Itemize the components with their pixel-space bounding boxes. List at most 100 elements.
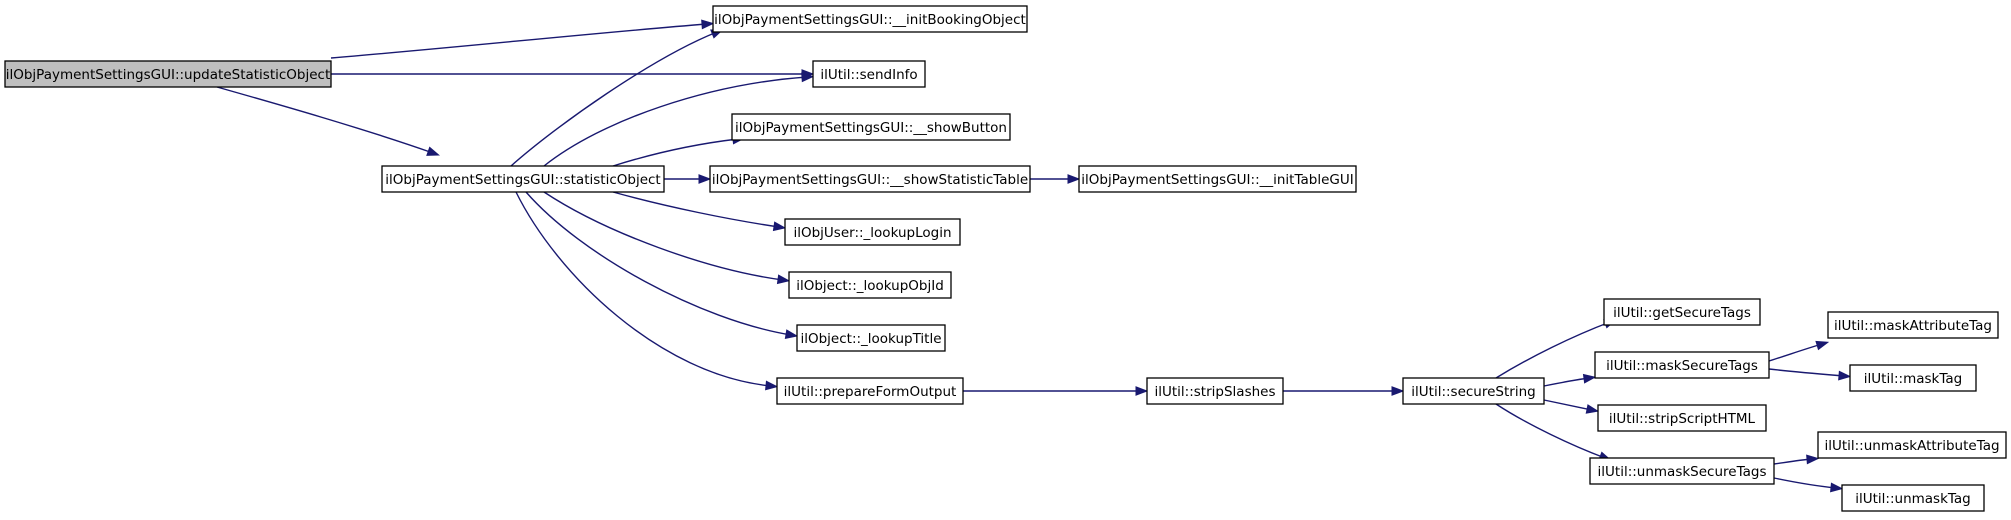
edge-arrowhead [1391, 386, 1405, 396]
edge-line [330, 23, 708, 59]
node-label: ilUtil::maskAttributeTag [1834, 318, 1992, 334]
node-label: ilUtil::maskSecureTags [1606, 358, 1758, 374]
edge-arrowhead [772, 221, 787, 232]
node-box[interactable] [1402, 377, 1545, 405]
node-label: ilUtil::sendInfo [820, 67, 917, 83]
edge-line [1543, 377, 1590, 387]
edge-line [510, 31, 718, 167]
node-label: ilObject::_lookupTitle [800, 331, 941, 347]
node-maskAttributeTag[interactable]: ilUtil::maskAttributeTag [1827, 311, 1999, 339]
node-box[interactable] [4, 60, 332, 88]
node-label: ilUtil::unmaskTag [1855, 491, 1971, 507]
edge-statisticObject-to-lookupObjId [543, 191, 791, 285]
edge-arrowhead [1135, 386, 1149, 396]
node-label: ilUtil::unmaskSecureTags [1598, 464, 1767, 480]
edge-secureString-to-stripScriptHTML [1543, 399, 1600, 414]
edge-statisticObject-to-lookupLogin [612, 191, 787, 232]
nodes-layer: ilObjPaymentSettingsGUI::updateStatistic… [4, 5, 2007, 512]
edge-arrowhead [426, 146, 440, 156]
node-box[interactable] [381, 165, 665, 193]
edge-line [1768, 368, 1845, 377]
node-getSecureTags[interactable]: ilUtil::getSecureTags [1603, 298, 1761, 326]
node-box[interactable] [1589, 457, 1775, 485]
edge-unmaskSecureTags-to-unmaskAttributeTag [1773, 454, 1820, 465]
node-label: ilUtil::prepareFormOutput [784, 384, 957, 400]
node-prepareFormOutput[interactable]: ilUtil::prepareFormOutput [776, 377, 964, 405]
edge-arrowhead [701, 19, 715, 30]
node-stripSlashes[interactable]: ilUtil::stripSlashes [1146, 377, 1284, 405]
edge-arrowhead [698, 174, 712, 184]
node-label: ilObjPaymentSettingsGUI::__initTableGUI [1081, 172, 1353, 188]
node-statisticObject[interactable]: ilObjPaymentSettingsGUI::statisticObject [381, 165, 665, 193]
edge-arrowhead [776, 274, 791, 285]
node-lookupTitle[interactable]: ilObject::_lookupTitle [796, 324, 946, 352]
node-box[interactable] [784, 218, 961, 246]
edge-line [1773, 458, 1813, 465]
node-box[interactable] [709, 165, 1031, 193]
node-label: ilUtil::secureString [1411, 384, 1535, 400]
node-unmaskAttributeTag[interactable]: ilUtil::unmaskAttributeTag [1817, 431, 2007, 459]
node-lookupLogin[interactable]: ilObjUser::_lookupLogin [784, 218, 961, 246]
node-unmaskSecureTags[interactable]: ilUtil::unmaskSecureTags [1589, 457, 1775, 485]
edge-line [1495, 403, 1606, 459]
node-initTableGUI[interactable]: ilObjPaymentSettingsGUI::__initTableGUI [1078, 165, 1357, 193]
node-box[interactable] [1841, 484, 1985, 512]
edge-statisticObject-to-sendInfo [543, 72, 815, 167]
node-maskTag[interactable]: ilUtil::maskTag [1849, 364, 1977, 392]
edge-maskSecureTags-to-maskTag [1768, 368, 1852, 381]
node-sendInfo[interactable]: ilUtil::sendInfo [812, 60, 926, 88]
edge-unmaskSecureTags-to-unmaskTag [1773, 477, 1844, 493]
node-box[interactable] [1827, 311, 1999, 339]
edge-statisticObject-to-showButton [612, 134, 746, 167]
edge-stripSlashes-to-secureString [1283, 386, 1405, 396]
node-box[interactable] [1597, 404, 1767, 432]
node-lookupObjId[interactable]: ilObject::_lookupObjId [788, 271, 952, 299]
edge-arrowhead [765, 380, 779, 391]
node-unmaskTag[interactable]: ilUtil::unmaskTag [1841, 484, 1985, 512]
edge-arrowhead [1838, 370, 1852, 381]
edge-line [216, 86, 434, 154]
edge-updateStatisticObject-to-statisticObject [216, 86, 440, 156]
edge-arrowhead [1067, 174, 1081, 184]
edge-statisticObject-to-prepareFormOutput [515, 191, 779, 391]
node-box[interactable] [731, 113, 1011, 141]
edge-arrowhead [1585, 404, 1600, 414]
node-box[interactable] [1849, 364, 1977, 392]
node-label: ilObjPaymentSettingsGUI::__showButton [735, 120, 1007, 136]
node-secureString[interactable]: ilUtil::secureString [1402, 377, 1545, 405]
node-box[interactable] [1603, 298, 1761, 326]
edge-line [612, 191, 780, 228]
edge-statisticObject-to-showStatisticTable [664, 174, 712, 184]
node-showStatisticTable[interactable]: ilObjPaymentSettingsGUI::__showStatistic… [709, 165, 1031, 193]
edge-arrowhead [1582, 373, 1597, 384]
node-box[interactable] [812, 60, 926, 88]
node-box[interactable] [776, 377, 964, 405]
edge-arrowhead [1815, 340, 1830, 351]
edge-arrowhead [784, 329, 799, 339]
edge-showStatisticTable-to-initTableGUI [1030, 174, 1081, 184]
node-showButton[interactable]: ilObjPaymentSettingsGUI::__showButton [731, 113, 1011, 141]
node-box[interactable] [1146, 377, 1284, 405]
edge-updateStatisticObject-to-initBookingObject [330, 19, 715, 59]
node-label: ilUtil::getSecureTags [1613, 305, 1751, 321]
node-box[interactable] [796, 324, 946, 352]
node-box[interactable] [1817, 431, 2007, 459]
node-label: ilObject::_lookupObjId [796, 278, 944, 294]
node-box[interactable] [712, 5, 1028, 33]
node-box[interactable] [1594, 351, 1770, 379]
node-label: ilObjPaymentSettingsGUI::statisticObject [385, 172, 660, 188]
edge-prepareFormOutput-to-stripSlashes [963, 386, 1149, 396]
node-label: ilObjPaymentSettingsGUI::__showStatistic… [712, 172, 1028, 188]
edge-statisticObject-to-lookupTitle [525, 191, 799, 339]
edge-line [515, 191, 772, 387]
node-stripScriptHTML[interactable]: ilUtil::stripScriptHTML [1597, 404, 1767, 432]
node-label: ilUtil::unmaskAttributeTag [1824, 438, 1999, 454]
node-updateStatisticObject[interactable]: ilObjPaymentSettingsGUI::updateStatistic… [4, 60, 332, 88]
node-initBookingObject[interactable]: ilObjPaymentSettingsGUI::__initBookingOb… [712, 5, 1028, 33]
node-maskSecureTags[interactable]: ilUtil::maskSecureTags [1594, 351, 1770, 379]
edge-maskSecureTags-to-maskAttributeTag [1768, 340, 1830, 362]
edge-line [1495, 321, 1611, 379]
node-box[interactable] [788, 271, 952, 299]
node-box[interactable] [1078, 165, 1357, 193]
